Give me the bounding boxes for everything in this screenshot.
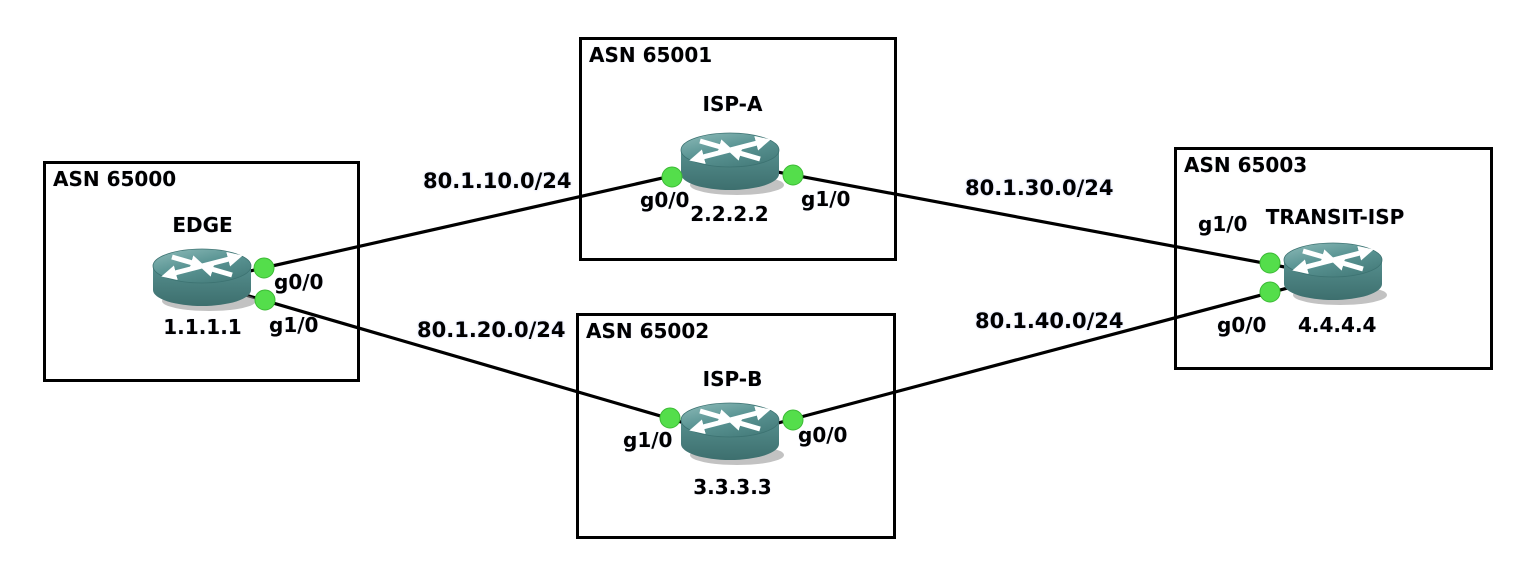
- iface-label-edge-g0-0: g0/0: [274, 270, 324, 294]
- asn-box-65000[interactable]: ASN 65000: [43, 161, 360, 382]
- interface-dots: [253, 164, 1281, 431]
- dot-edge-g1-0: [254, 289, 276, 311]
- router-ip-isp-b: 3.3.3.3: [693, 475, 772, 499]
- dot-ispb-g1-0: [659, 407, 681, 429]
- router-ip-edge: 1.1.1.1: [163, 315, 242, 339]
- router-ip-isp-a: 2.2.2.2: [690, 202, 769, 226]
- router-name-edge: EDGE: [172, 213, 233, 237]
- subnet-label-80-1-40: 80.1.40.0/24: [975, 309, 1124, 333]
- link-edge-ispa[interactable]: [200, 161, 730, 284]
- asn-box-65003[interactable]: ASN 65003: [1174, 147, 1493, 370]
- link-lines: [200, 161, 1334, 438]
- router-ip-transit-isp: 4.4.4.4: [1298, 313, 1377, 337]
- asn-box-label: ASN 65002: [586, 319, 710, 343]
- asn-box-label: ASN 65000: [53, 167, 177, 191]
- iface-label-ispb-g0-0: g0/0: [798, 423, 848, 447]
- link-edge-ispb[interactable]: [200, 280, 730, 438]
- asn-box-65001[interactable]: ASN 65001: [579, 37, 897, 261]
- asn-box-label: ASN 65001: [589, 43, 713, 67]
- dot-edge-g0-0: [253, 257, 275, 279]
- dot-transit-g0-0: [1259, 281, 1281, 303]
- router-name-transit-isp: TRANSIT-ISP: [1265, 205, 1405, 229]
- link-ispa-transit[interactable]: [728, 161, 1334, 278]
- asn-box-65002[interactable]: ASN 65002: [576, 313, 896, 539]
- asn-box-label: ASN 65003: [1184, 153, 1308, 177]
- subnet-label-80-1-20: 80.1.20.0/24: [417, 318, 566, 342]
- router-name-isp-a: ISP-A: [702, 92, 763, 116]
- iface-label-ispb-g1-0: g1/0: [623, 428, 673, 452]
- iface-label-transit-g1-0: g1/0: [1198, 212, 1248, 236]
- router-name-isp-b: ISP-B: [702, 367, 763, 391]
- iface-label-ispa-g1-0: g1/0: [801, 187, 851, 211]
- subnet-label-80-1-10: 80.1.10.0/24: [423, 169, 572, 193]
- dot-ispb-g0-0: [782, 409, 804, 431]
- dot-transit-g1-0: [1259, 252, 1281, 274]
- iface-label-transit-g0-0: g0/0: [1217, 313, 1267, 337]
- dot-ispa-g1-0: [782, 164, 804, 186]
- iface-label-edge-g1-0: g1/0: [269, 313, 319, 337]
- iface-label-ispa-g0-0: g0/0: [640, 188, 690, 212]
- subnet-label-80-1-30: 80.1.30.0/24: [965, 176, 1114, 200]
- link-ispb-transit[interactable]: [728, 274, 1334, 438]
- dot-ispa-g0-0: [661, 166, 683, 188]
